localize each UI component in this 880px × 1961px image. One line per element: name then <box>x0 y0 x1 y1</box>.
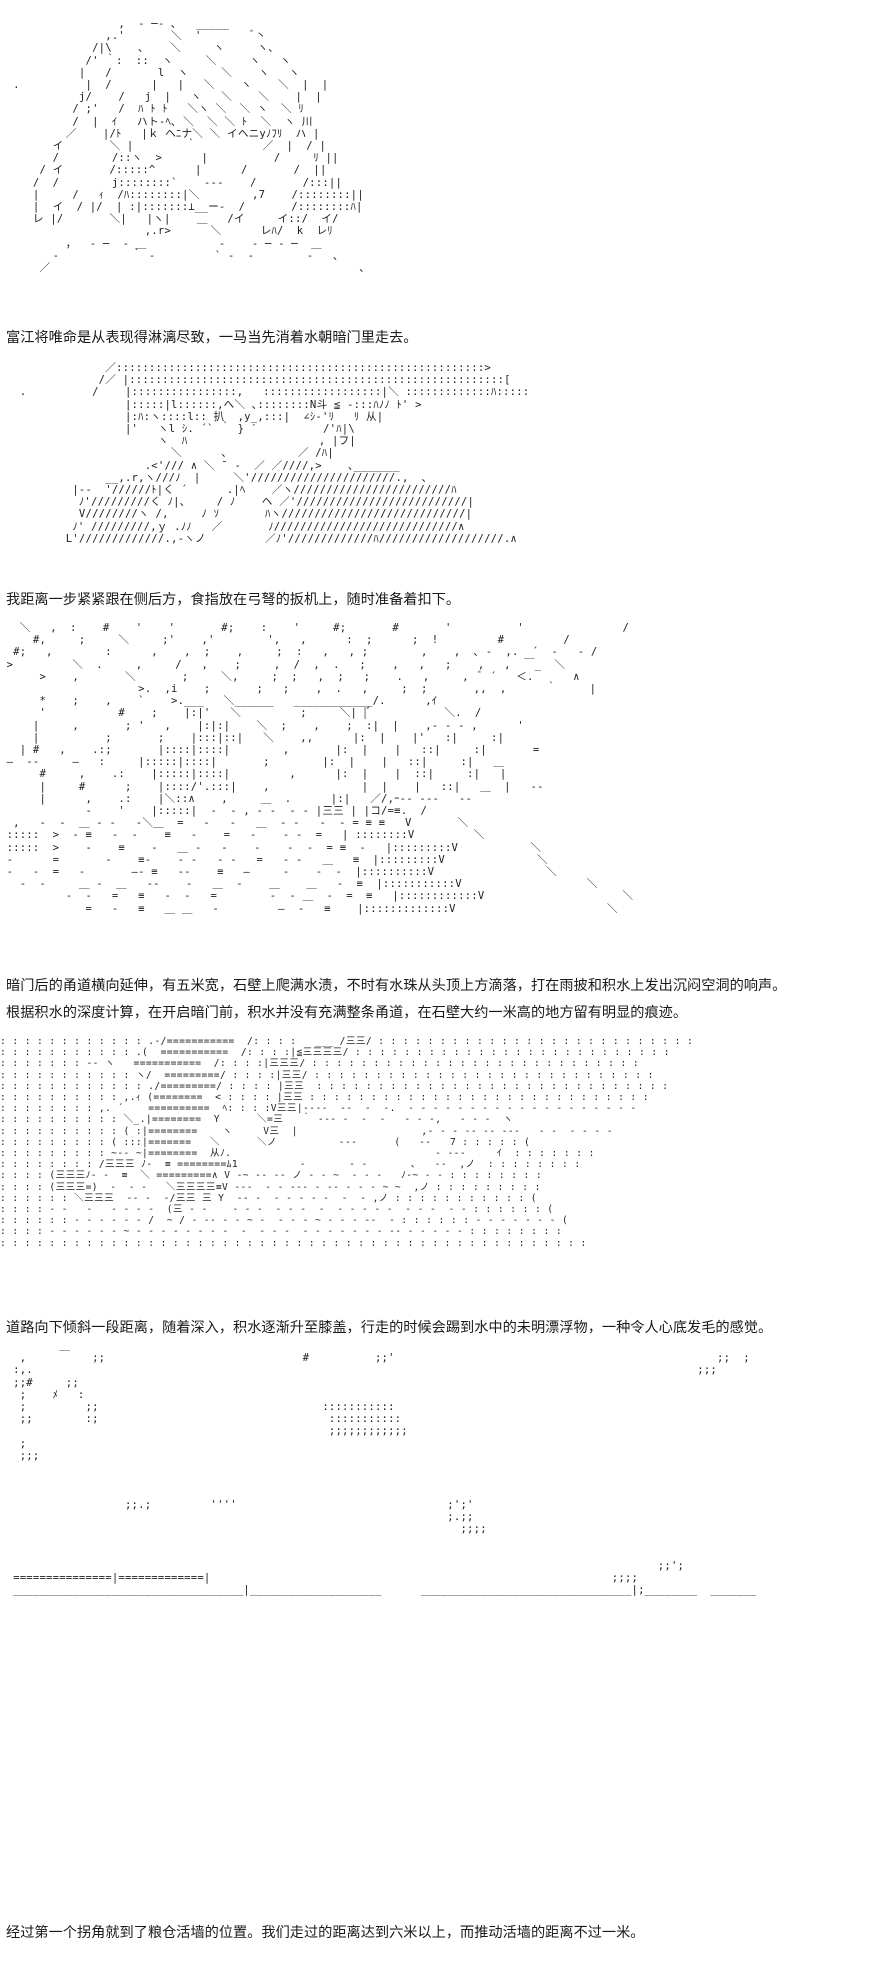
ascii-art-tomie-portrait: , ‐ ─‐ ､ _____ ,.' ＼ ' ﾞ丶 /|\ ､ ＼ ヽ ヽ、 /… <box>13 18 365 275</box>
caption-3: 暗门后的甬道横向延伸，有五米宽，石壁上爬满水渍，不时有水珠从头顶上方滴落，打在雨… <box>6 978 787 994</box>
caption-1: 富江将唯命是从表现得淋漓尽致，一马当先消着水朝暗门里走去。 <box>6 330 418 346</box>
ascii-art-flooded-passage: : : : : : : : : : : : : .‐/=========== /… <box>0 1036 694 1249</box>
ascii-art-hidden-door-corridor: ＼ , : # ' ' #; : ' #; # ' ' / #, ; ＼ ;' … <box>6 622 634 915</box>
ascii-art-narrator: ／:::::::::::::::::::::::::::::::::::::::… <box>19 362 530 545</box>
caption-4: 根据积水的深度计算，在开启暗门前，积水并没有充满整条甬道，在石壁大约一米高的地方… <box>6 1005 688 1021</box>
caption-5: 道路向下倾斜一段距离，随着深入，积水逐渐升至膝盖，行走的时候会踢到水中的未明漂浮… <box>6 1320 773 1336</box>
ascii-art-dark-water: ＿ , ;; # ;;' ;; ; :,. <box>13 1340 757 1597</box>
caption-6: 经过第一个拐角就到了粮仓活墙的位置。我们走过的距离达到六米以上，而推动活墙的距离… <box>6 1925 645 1941</box>
caption-2: 我距离一步紧紧跟在侧后方，食指放在弓弩的扳机上，随时准备着扣下。 <box>6 592 461 608</box>
